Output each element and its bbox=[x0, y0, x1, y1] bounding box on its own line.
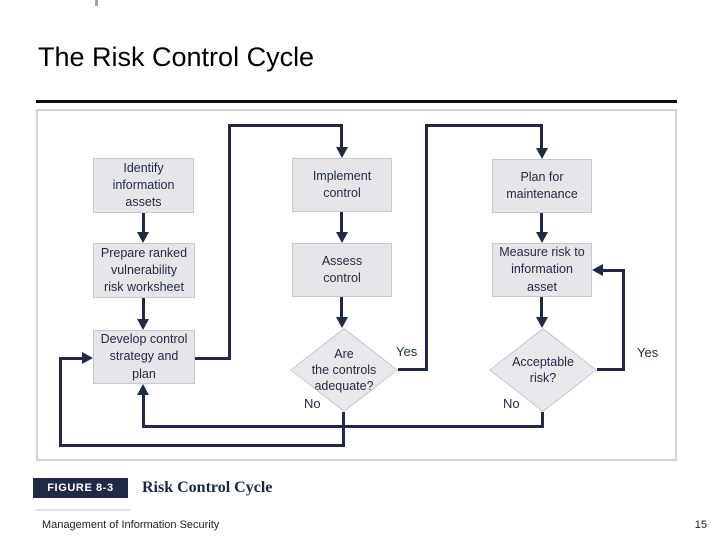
connector-segment bbox=[142, 213, 145, 233]
top-tick-mark bbox=[95, 0, 98, 6]
connector-segment bbox=[398, 368, 428, 371]
flow-box-develop-control-strategy: Develop control strategy and plan bbox=[93, 330, 195, 384]
connector-segment bbox=[340, 124, 343, 148]
flow-box-implement-control: Implement control bbox=[292, 158, 392, 212]
connector-segment bbox=[228, 124, 343, 127]
edge-label-controls-adequate-yes: Yes bbox=[396, 344, 418, 359]
connector-segment bbox=[603, 269, 625, 272]
connector-segment bbox=[142, 425, 544, 428]
faint-source-line bbox=[35, 509, 130, 511]
edge-label-acceptable-risk-yes: Yes bbox=[637, 345, 659, 360]
arrowhead-down-icon bbox=[336, 147, 348, 158]
edge-label-controls-adequate-no: No bbox=[304, 396, 321, 411]
connector-segment bbox=[540, 297, 543, 318]
connector-segment bbox=[541, 412, 544, 428]
connector-segment bbox=[59, 444, 345, 447]
connector-segment bbox=[59, 357, 83, 360]
arrowhead-down-icon bbox=[536, 232, 548, 243]
footer-text: Management of Information Security bbox=[42, 519, 220, 531]
arrowhead-down-icon bbox=[137, 232, 149, 243]
page-number: 15 bbox=[694, 519, 707, 531]
figure-caption: Risk Control Cycle bbox=[142, 479, 273, 496]
connector-segment bbox=[340, 212, 343, 233]
connector-segment bbox=[142, 298, 145, 320]
connector-segment bbox=[342, 412, 345, 447]
connector-segment bbox=[540, 213, 543, 233]
arrowhead-down-icon bbox=[336, 317, 348, 328]
connector-segment bbox=[622, 269, 625, 371]
arrowhead-up-icon bbox=[137, 384, 149, 395]
flow-box-assess-control: Assess control bbox=[292, 243, 392, 297]
arrowhead-right-icon bbox=[82, 352, 93, 364]
flow-box-prepare-ranked-worksheet: Prepare ranked vulnerability risk worksh… bbox=[93, 243, 195, 298]
flow-box-plan-for-maintenance: Plan for maintenance bbox=[492, 159, 592, 213]
connector-segment bbox=[142, 394, 145, 428]
connector-segment bbox=[59, 357, 62, 447]
arrowhead-down-icon bbox=[536, 317, 548, 328]
arrowhead-left-icon bbox=[592, 264, 603, 276]
connector-segment bbox=[425, 124, 543, 127]
connector-segment bbox=[228, 124, 231, 360]
connector-segment bbox=[340, 297, 343, 318]
title-rule bbox=[36, 100, 677, 103]
flow-box-measure-risk: Measure risk to information asset bbox=[492, 243, 592, 297]
figure-badge: FIGURE 8-3 bbox=[33, 478, 128, 498]
connector-segment bbox=[425, 124, 428, 371]
diagram-frame: Identify information assets Prepare rank… bbox=[36, 109, 677, 461]
edge-label-acceptable-risk-no: No bbox=[503, 396, 520, 411]
arrowhead-down-icon bbox=[536, 148, 548, 159]
connector-segment bbox=[195, 357, 231, 360]
flow-box-identify-information-assets: Identify information assets bbox=[93, 158, 194, 213]
connector-segment bbox=[597, 368, 625, 371]
arrowhead-down-icon bbox=[137, 319, 149, 330]
connector-segment bbox=[540, 124, 543, 149]
arrowhead-down-icon bbox=[336, 232, 348, 243]
page-title: The Risk Control Cycle bbox=[38, 42, 315, 72]
